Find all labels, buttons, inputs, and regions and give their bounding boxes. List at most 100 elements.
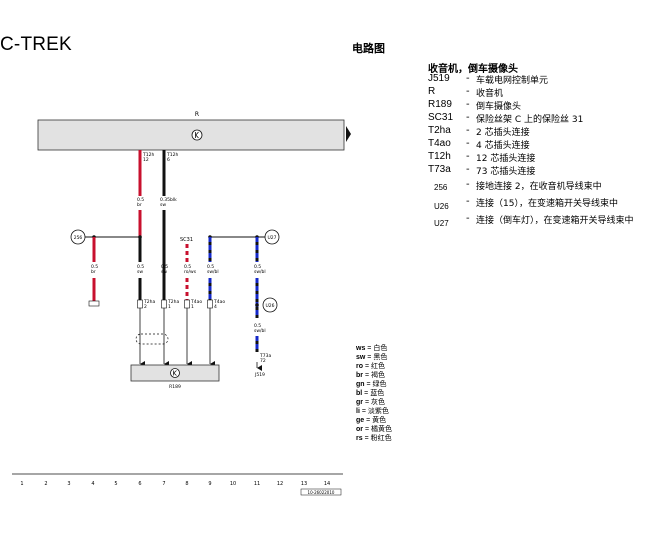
wire-color-entry: sw = 黑色 [356,354,388,361]
legend-code: T2ha [428,125,451,136]
legend-code: SC31 [428,112,454,123]
wire-color-name: 褐色 [370,372,385,379]
wire-connector-label: T12h [142,152,154,158]
legend-desc: 连接（倒车灯），在变速箱开关导线束中 [476,216,634,226]
camera-symbol-icon [170,368,180,378]
wire-color-entry: gr = 灰色 [356,399,385,406]
wire-size-label: 0.5 [254,323,261,329]
wire-color-name: 红色 [370,363,385,370]
camera-label: R189 [169,384,181,390]
wire-color-name: 蓝色 [370,390,385,397]
legend-code: R [428,86,436,97]
legend-dash: - [466,125,470,136]
wire-color-code: sw [356,354,366,361]
ground-terminal-icon [88,300,100,307]
legend-dash: - [466,138,470,149]
wire-color-label: sw/bl [254,269,266,275]
scale-number: 13 [301,481,307,487]
legend-code: J519 [428,73,450,84]
scale-number: 8 [185,481,188,487]
wire-connector-label: T2ha [143,299,155,305]
legend-desc: 2 芯插头连接 [476,128,530,138]
wire-size-label: 0.5 [207,264,214,270]
wire-color-name: 灰色 [370,399,385,406]
connection-point-u27: U27 [264,229,280,245]
wire-color-entry: li = 淡紫色 [356,408,389,415]
wire-pin-label: 1 [191,304,194,310]
legend-desc: 收音机 [476,89,504,99]
scale-number: 12 [277,481,283,487]
doc-id: 10-26022010 [308,490,335,495]
legend-dash: - [466,196,470,207]
wire-pin-label: 6 [167,157,170,163]
wire-size-label: 0.35blk [160,197,177,203]
scale-number: 14 [324,481,330,487]
wire-color-name: 绿色 [372,381,387,388]
connector-pin-icon [161,299,167,309]
legend-desc: 12 芯插头连接 [476,154,536,164]
wire-color-name: 黑色 [373,354,388,361]
ground-point-256: 256 [70,229,86,245]
wire-color-code: ro [356,363,363,370]
legend-code: T73a [428,164,451,175]
wire-pin-label: 1 [168,304,171,310]
diagram-title: 电路图 [352,42,385,55]
wire-pin-label: 72 [260,358,266,364]
wire-color-code: gn [356,381,365,388]
wire-color-code: bl [356,390,363,397]
scale-number: 9 [208,481,211,487]
legend-code: U26 [434,202,449,211]
wire-connector-label: T4ao [190,299,202,305]
wire-color-entry: ws = 白色 [356,345,388,352]
scale-number: 5 [114,481,117,487]
wire-color-label: sw/bl [207,269,219,275]
wire-color-code: or [356,426,363,433]
fuse-label: SC31 [180,237,193,243]
connector-pin-icon [137,299,143,309]
connector-pin-icon [184,299,190,309]
legend-dash: - [466,151,470,162]
legend-dash: - [466,112,470,123]
wire-color-entry: br = 褐色 [356,372,385,379]
scale-number: 2 [44,481,47,487]
junction-dot [255,303,259,307]
wire-size-label: 0.5 [91,264,98,270]
legend-dash: - [466,164,470,175]
radio-box [37,119,345,151]
legend-desc: 4 芯插头连接 [476,141,530,151]
wire-pin-label: 2 [144,304,147,310]
wire-color-label: br [91,269,96,275]
wire-color-code: gr [356,399,363,406]
wire-connector-label: T12h [166,152,178,158]
wire-color-label: sw/bl [254,328,266,334]
legend-dash: - [466,213,470,224]
legend-dash: - [466,99,470,110]
legend-code: 256 [434,183,448,192]
wire-pin-label: 12 [143,157,149,163]
wire-color-code: br [356,372,363,379]
legend-desc: 连接（15），在变速箱开关导线束中 [476,199,618,209]
wire-color-code: ge [356,417,365,424]
u26-label: U26 [265,303,274,309]
wire-color-code: rs [356,435,363,442]
wire-color-name: 白色 [373,345,388,352]
wire-color-entry: ge = 黄色 [356,417,387,424]
connection-point-u26: U26 [262,297,278,313]
legend-desc: 倒车摄像头 [476,102,522,112]
radio-label: R [195,111,199,118]
wire-color-name: 粉红色 [370,435,392,442]
ground-label: 256 [74,235,83,241]
wire-color-label: br [137,202,142,208]
legend-desc: 保险丝架 C 上的保险丝 31 [476,115,584,125]
legend-desc: 接地连接 2，在收音机导线束中 [476,182,602,192]
radio-symbol-icon [191,129,203,141]
scale-number: 7 [162,481,165,487]
legend-code: T12h [428,151,451,162]
wire-color-label: sw [161,270,167,275]
wire-color-name: 淡紫色 [367,408,389,415]
scale-number: 10 [230,481,236,487]
scale-number: 6 [138,481,141,487]
wire-connector-label: T2ha [167,299,179,305]
wire-size-label: 0.5 [137,264,144,270]
